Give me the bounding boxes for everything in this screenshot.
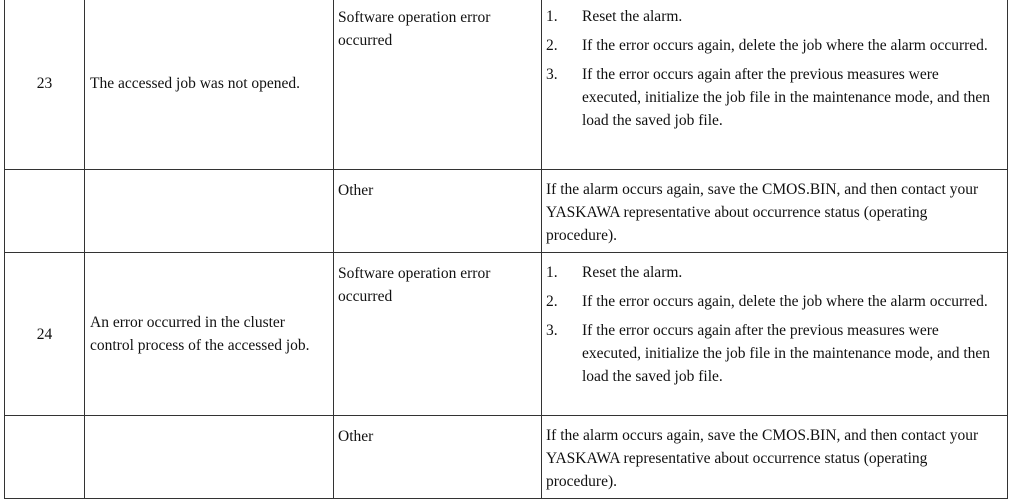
alarm-number: 23: [4, 0, 85, 170]
remedy-step: 2. If the error occurs again, delete the…: [546, 34, 999, 57]
remedy-step: 1. Reset the alarm.: [546, 5, 999, 28]
step-number: 3.: [546, 322, 558, 339]
step-number: 2.: [546, 293, 558, 310]
step-text: If the error occurs again after the prev…: [582, 66, 991, 129]
step-text: If the error occurs again after the prev…: [582, 322, 991, 385]
remedy-step: 2. If the error occurs again, delete the…: [546, 290, 999, 313]
alarm-number: 24: [4, 252, 85, 416]
table-row: Other If the alarm occurs again, save th…: [4, 415, 1008, 499]
alarm-remedy: If the alarm occurs again, save the CMOS…: [541, 415, 1008, 499]
step-number: 1.: [546, 8, 558, 25]
table-row: Other If the alarm occurs again, save th…: [4, 169, 1008, 253]
alarm-table: 23 The accessed job was not opened. Soft…: [4, 0, 1008, 499]
alarm-number: [4, 169, 85, 253]
alarm-remedy: 1. Reset the alarm. 2. If the error occu…: [541, 252, 1008, 416]
step-text: Reset the alarm.: [582, 264, 683, 281]
step-text: If the error occurs again, delete the jo…: [582, 293, 988, 310]
step-text: Reset the alarm.: [582, 8, 683, 25]
alarm-meaning: The accessed job was not opened.: [84, 0, 334, 170]
alarm-number: [4, 415, 85, 499]
alarm-cause: Software operation error occurred: [333, 252, 542, 416]
table-row: 24 An error occurred in the cluster cont…: [4, 252, 1008, 416]
table-row: 23 The accessed job was not opened. Soft…: [4, 0, 1008, 170]
step-text: If the error occurs again, delete the jo…: [582, 37, 988, 54]
alarm-cause: Other: [333, 415, 542, 499]
alarm-meaning: [84, 169, 334, 253]
alarm-remedy: If the alarm occurs again, save the CMOS…: [541, 169, 1008, 253]
remedy-step: 3. If the error occurs again after the p…: [546, 319, 999, 388]
step-number: 1.: [546, 264, 558, 281]
step-number: 3.: [546, 66, 558, 83]
alarm-cause: Other: [333, 169, 542, 253]
alarm-meaning: An error occurred in the cluster control…: [84, 252, 334, 416]
alarm-meaning: [84, 415, 334, 499]
step-number: 2.: [546, 37, 558, 54]
alarm-cause: Software operation error occurred: [333, 0, 542, 170]
remedy-step: 3. If the error occurs again after the p…: [546, 63, 999, 132]
alarm-remedy: 1. Reset the alarm. 2. If the error occu…: [541, 0, 1008, 170]
remedy-step: 1. Reset the alarm.: [546, 261, 999, 284]
